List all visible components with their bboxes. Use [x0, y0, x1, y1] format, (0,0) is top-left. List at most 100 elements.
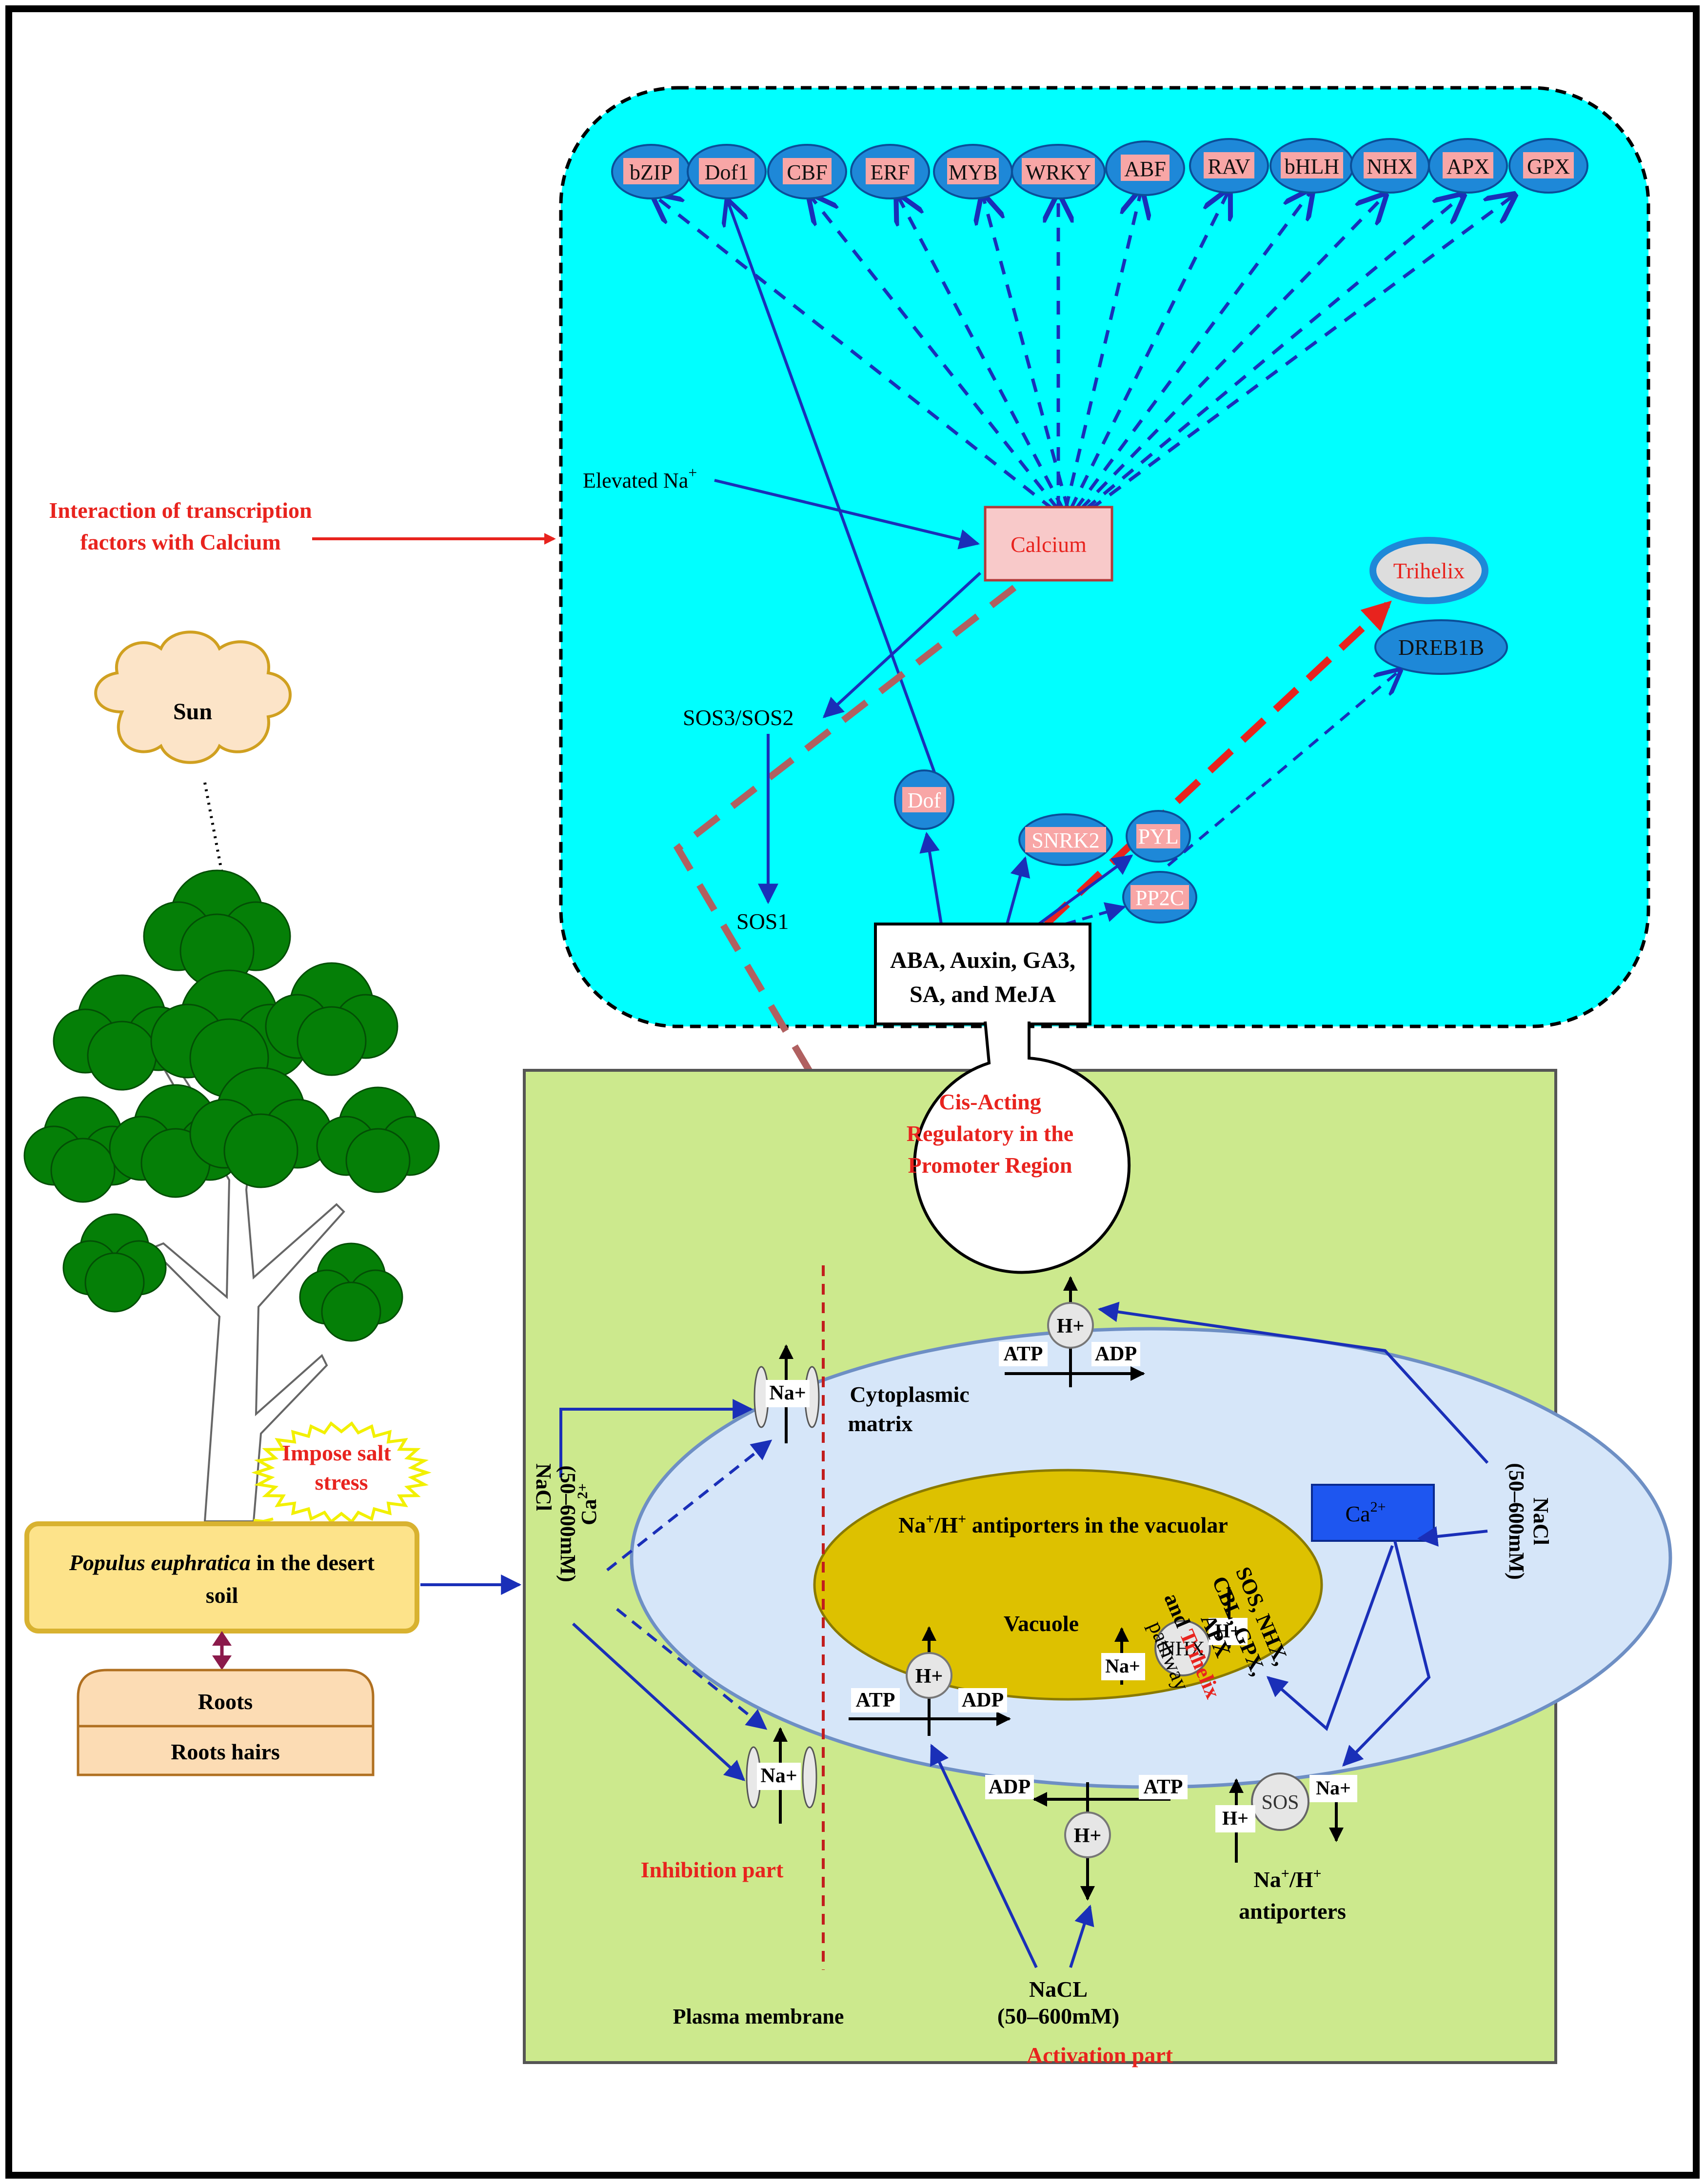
nacl-bottom-conc: (50–600mM) — [997, 2004, 1119, 2028]
roots-label: Roots — [198, 1689, 253, 1714]
tf-node-abf[interactable]: ABF — [1105, 140, 1185, 196]
nacl-right-label: NaCl (50–600mM) — [1505, 1463, 1553, 1580]
antiporters-line-2: antiporters — [1239, 1899, 1346, 1924]
h-label: H+ — [1057, 1315, 1085, 1338]
h-pump-vacuole[interactable]: H+ ATP ADP — [849, 1626, 1011, 1736]
tf-node-label: ABF — [1124, 157, 1166, 181]
na-channel-bottom[interactable]: Na+ — [746, 1727, 817, 1824]
tf-node-myb[interactable]: MYB — [933, 144, 1013, 199]
svg-text:NaCl: NaCl — [532, 1463, 555, 1511]
cis-label-line-3: Promoter Region — [908, 1153, 1072, 1178]
svg-text:(50–600mM): (50–600mM) — [556, 1465, 580, 1582]
populus-line-2: soil — [206, 1583, 238, 1608]
dof-to-dof1-arrow — [728, 201, 938, 779]
elevated-na-label: Elevated Na+ — [583, 464, 697, 492]
tf-node-bhlh[interactable]: bHLH — [1269, 138, 1354, 194]
tf-node-nhx[interactable]: NHX — [1350, 138, 1430, 194]
antiporters-line-1: Na+/H+ — [1253, 1866, 1321, 1892]
tf-node-label: WRKY — [1026, 160, 1091, 184]
dof-node[interactable]: Dof — [894, 769, 954, 830]
tf-node-label: ERF — [871, 160, 910, 184]
adp-label: ADP — [962, 1689, 1004, 1712]
sos3-sos2-label: SOS3/SOS2 — [683, 705, 794, 730]
ca-box-label: Ca2+ — [1345, 1499, 1386, 1526]
tf-node-label: Dof1 — [705, 160, 749, 184]
sun-cloud: Sun — [94, 630, 292, 764]
na-label: Na+ — [760, 1765, 797, 1787]
svg-text:(50–600mM): (50–600mM) — [1505, 1463, 1528, 1580]
nacl-bottom-label: NaCL — [1029, 1977, 1088, 2002]
sun-label: Sun — [173, 699, 212, 725]
sos-label: SOS — [1261, 1791, 1299, 1814]
snrk2-label: SNRK2 — [1031, 828, 1099, 852]
h-label: H+ — [1222, 1807, 1249, 1829]
roots-box[interactable]: Roots Roots hairs — [77, 1669, 375, 1776]
nacl-arrows — [559, 1301, 1489, 1968]
tf-node-cbf[interactable]: CBF — [767, 144, 847, 199]
h-label: H+ — [1074, 1825, 1102, 1847]
tf-node-apx[interactable]: APX — [1428, 138, 1508, 194]
tf-node-label: NHX — [1367, 155, 1413, 178]
sos-antiporter[interactable]: SOS H+ Na+ — [1215, 1772, 1357, 1863]
red-dashed-arrow-trihelix — [1043, 600, 1392, 927]
tf-node-label: bHLH — [1285, 155, 1339, 178]
atp-label: ATP — [1004, 1343, 1043, 1365]
h-pump-top[interactable]: H+ ATP ADP — [999, 1276, 1145, 1387]
tf-node-label: bZIP — [630, 160, 673, 184]
interaction-label-line-1: Interaction of transcription — [49, 498, 312, 523]
elevated-na-arrow — [714, 479, 980, 550]
na-channel-top[interactable]: Na+ — [753, 1344, 820, 1443]
sun-dotted-line — [203, 782, 223, 873]
tf-node-label: RAV — [1208, 155, 1250, 178]
na-label: Na+ — [769, 1382, 806, 1404]
sos1-label: SOS1 — [736, 909, 789, 934]
hormones-box[interactable] — [874, 923, 1091, 1025]
svg-text:NaCl: NaCl — [1529, 1497, 1553, 1545]
dreb1b-node[interactable]: DREB1B — [1374, 619, 1508, 675]
calcium-to-sos-arrow — [822, 571, 982, 718]
trihelix-label: Trihelix — [1393, 558, 1465, 583]
calcium-cis-dashed-line — [673, 585, 1017, 1172]
h-label: H+ — [1215, 1620, 1241, 1642]
h-label: H+ — [915, 1665, 943, 1688]
adp-label: ADP — [989, 1776, 1031, 1798]
populus-roots-link — [212, 1631, 232, 1670]
dreb1b-label: DREB1B — [1398, 635, 1484, 660]
cis-acting-bubble[interactable] — [913, 1021, 1131, 1274]
tf-node-rav[interactable]: RAV — [1189, 138, 1269, 194]
tf-node-erf[interactable]: ERF — [850, 144, 930, 199]
populus-box[interactable] — [24, 1521, 419, 1633]
tf-node-label: APX — [1447, 155, 1489, 178]
calcium-label: Calcium — [1011, 532, 1087, 557]
hormone-arrows — [919, 831, 1133, 930]
pyl-node[interactable]: PYL — [1126, 810, 1191, 863]
h-pump-bottom[interactable]: H+ ADP ATP — [985, 1775, 1188, 1901]
ca-left-label: Ca2+ — [575, 1483, 601, 1525]
atp-label: ATP — [1144, 1776, 1183, 1798]
hormones-line-2: SA, and MeJA — [910, 982, 1056, 1007]
atp-label: ATP — [856, 1689, 895, 1712]
ca-box[interactable] — [1311, 1484, 1435, 1542]
trihelix-node[interactable]: Trihelix — [1369, 537, 1488, 604]
nhx-antiporter[interactable]: NHX Na+ H+ — [1101, 1587, 1248, 1685]
vacuolar-antiporter-label: Na+/H+ antiporters in the vacuolar — [898, 1511, 1228, 1537]
snrk2-node[interactable]: SNRK2 — [1018, 813, 1113, 866]
tf-node-label: GPX — [1527, 155, 1570, 178]
impose-line-1: Impose salt — [282, 1440, 391, 1465]
calcium-box[interactable] — [984, 506, 1113, 582]
adp-label: ADP — [1095, 1343, 1137, 1365]
cis-label-line-1: Cis-Acting — [939, 1089, 1041, 1114]
tree-foliage — [23, 869, 440, 1342]
pp2c-label: PP2C — [1135, 886, 1184, 910]
tf-node-gpx[interactable]: GPX — [1508, 138, 1588, 194]
dof-label: Dof — [908, 788, 941, 812]
pyl-label: PYL — [1138, 825, 1178, 848]
tf-node-bzip[interactable]: bZIP — [611, 144, 691, 199]
tf-node-dof1[interactable]: Dof1 — [687, 144, 767, 199]
na-label: Na+ — [1105, 1655, 1140, 1677]
populus-line-1: Populus euphratica in the desert — [69, 1550, 375, 1575]
tf-dashed-arrows — [654, 190, 1514, 511]
hormones-line-1: ABA, Auxin, GA3, — [890, 947, 1075, 973]
tf-node-wrky[interactable]: WRKY — [1011, 144, 1106, 199]
pp2c-node[interactable]: PP2C — [1122, 871, 1197, 924]
